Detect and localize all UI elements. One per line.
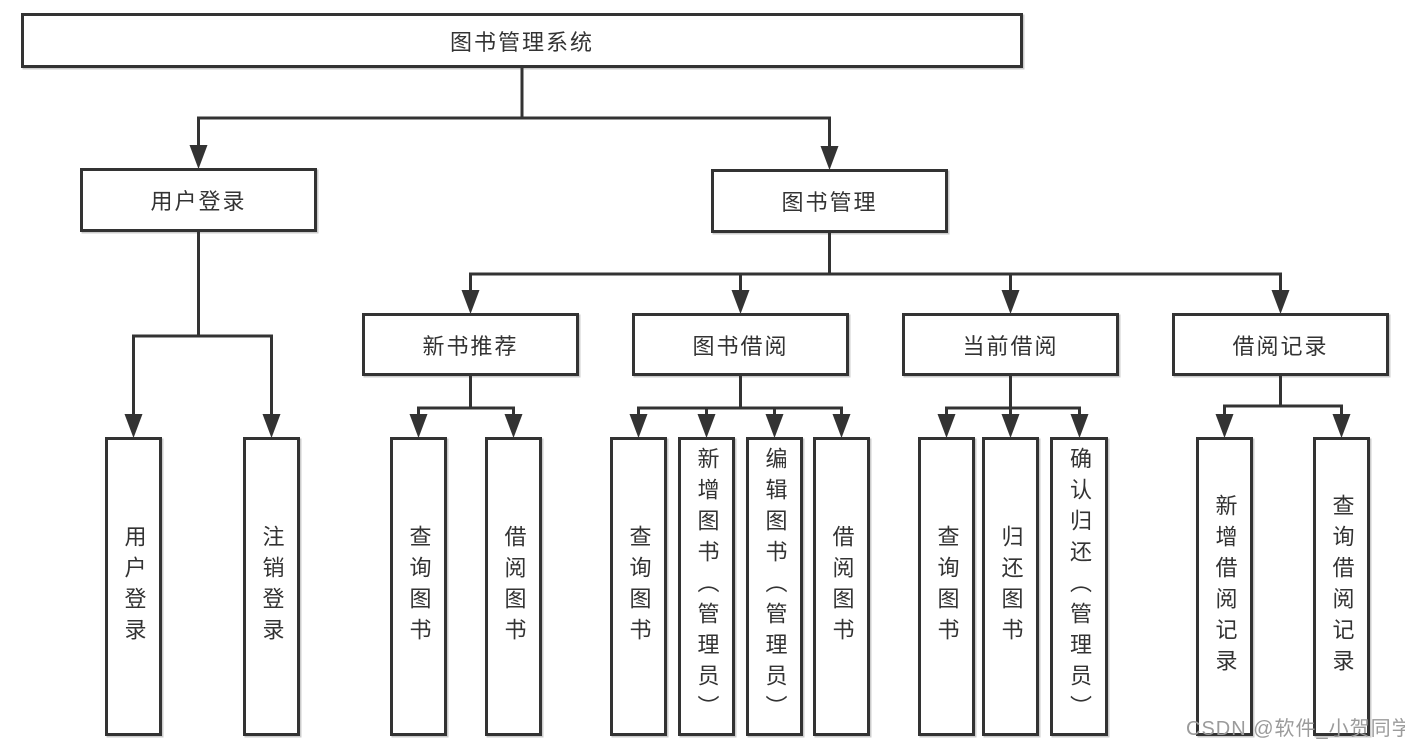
leaf-query-book-current-label: 查询图书 bbox=[934, 524, 960, 649]
leaf-query-borrow-record: 查询借阅记录 bbox=[1313, 437, 1370, 736]
leaf-borrow-book-recommend: 借阅图书 bbox=[485, 437, 542, 736]
node-root: 图书管理系统 bbox=[21, 13, 1023, 68]
leaf-edit-book-admin: 编辑图书（管理员） bbox=[746, 437, 803, 736]
node-new-book-recommend: 新书推荐 bbox=[362, 313, 579, 376]
leaf-query-book-borrow: 查询图书 bbox=[610, 437, 667, 736]
leaf-add-borrow-record-label: 新增借阅记录 bbox=[1212, 493, 1238, 680]
leaf-user-login-label: 用户登录 bbox=[121, 524, 147, 649]
leaf-confirm-return-admin-label: 确认归还（管理员） bbox=[1067, 447, 1092, 726]
leaf-borrow-book: 借阅图书 bbox=[813, 437, 870, 736]
leaf-query-book-recommend: 查询图书 bbox=[390, 437, 447, 736]
leaf-borrow-book-recommend-label: 借阅图书 bbox=[501, 524, 527, 649]
leaf-return-book: 归还图书 bbox=[982, 437, 1039, 736]
leaf-return-book-label: 归还图书 bbox=[998, 524, 1024, 649]
leaf-add-book-admin-label: 新增图书（管理员） bbox=[694, 447, 720, 726]
node-user-login: 用户登录 bbox=[80, 168, 317, 232]
node-current-borrow: 当前借阅 bbox=[902, 313, 1119, 376]
leaf-edit-book-admin-label: 编辑图书（管理员） bbox=[762, 447, 788, 726]
node-borrow-records: 借阅记录 bbox=[1172, 313, 1389, 376]
leaf-query-book-current: 查询图书 bbox=[918, 437, 975, 736]
node-book-management-label: 图书管理 bbox=[781, 190, 878, 215]
leaf-confirm-return-admin: 确认归还（管理员） bbox=[1050, 437, 1108, 736]
node-book-borrow-label: 图书借阅 bbox=[692, 333, 789, 359]
node-user-login-label: 用户登录 bbox=[150, 189, 247, 214]
node-root-label: 图书管理系统 bbox=[449, 29, 594, 55]
leaf-add-book-admin: 新增图书（管理员） bbox=[678, 437, 735, 736]
csdn-watermark: CSDN @软件_小贺同学 bbox=[1186, 718, 1405, 740]
leaf-query-book-borrow-label: 查询图书 bbox=[626, 524, 652, 649]
leaf-user-login: 用户登录 bbox=[105, 437, 162, 736]
node-book-management: 图书管理 bbox=[711, 169, 948, 233]
leaf-query-book-recommend-label: 查询图书 bbox=[406, 524, 432, 649]
node-new-book-recommend-label: 新书推荐 bbox=[422, 333, 519, 359]
leaf-logout: 注销登录 bbox=[243, 437, 300, 736]
node-borrow-records-label: 借阅记录 bbox=[1232, 333, 1329, 359]
node-current-borrow-label: 当前借阅 bbox=[962, 333, 1059, 359]
leaf-query-borrow-record-label: 查询借阅记录 bbox=[1329, 493, 1355, 680]
leaf-borrow-book-label: 借阅图书 bbox=[829, 524, 855, 649]
leaf-add-borrow-record: 新增借阅记录 bbox=[1196, 437, 1253, 736]
leaf-logout-label: 注销登录 bbox=[259, 524, 285, 649]
node-book-borrow: 图书借阅 bbox=[632, 313, 849, 376]
